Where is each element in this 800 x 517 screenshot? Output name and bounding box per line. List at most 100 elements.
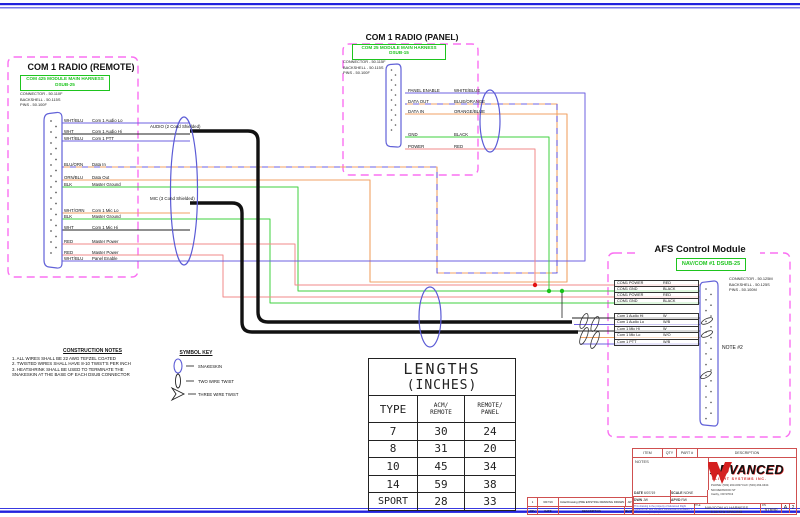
rev-by: JW [627, 500, 632, 504]
lengths-table-title: LENGTHS (INCHES) [369, 359, 515, 396]
description-col-header: DESCRIPTION [559, 507, 625, 515]
logo-zigzag-icon [708, 462, 732, 484]
afs-dsub25-connector [699, 280, 719, 427]
scale-cell: SCALE NONE [670, 490, 708, 497]
title-label: TITLE [694, 504, 701, 507]
company-area: ADVANCED FLIGHT SYSTEMS INC. PHONE: (503… [707, 458, 795, 504]
apvd-cell: APVD RW [670, 497, 708, 504]
junctions [532, 282, 565, 294]
wire-power-2 [58, 254, 700, 298]
company-address1: 520 REDWOOD ST [711, 488, 736, 492]
drawing-date: 6/07/19 [643, 491, 656, 495]
parts-header-qty: QTY [663, 449, 677, 458]
company-address2: Canby, OR 97013 [711, 492, 734, 496]
two-wire-twist-symbol [175, 373, 181, 389]
remote-title: COM 1 RADIO (REMOTE) [27, 62, 135, 72]
remote-harness-box: COM 425 MODULE MAIN HARNESS DSUB-25 [20, 75, 110, 91]
part-number: 57690 [764, 506, 778, 512]
remote-backshell-pn: BACKSHELL - 50.115S [20, 96, 61, 102]
panel-harness-line2: DSUB-15 [389, 50, 409, 56]
wire-data-in-dash [58, 103, 558, 274]
afs-connector-info: CONNECTOR - 50.125M BACKSHELL - 50.125S … [729, 276, 773, 293]
revision-header-row: REV DATE DESCRIPTION REV BY [528, 507, 633, 515]
panel-harness-line1: COM 25 MODULE MAIN HARNESS [361, 44, 437, 50]
remote-dsub25-connector [43, 111, 63, 269]
panel-backshell-pn: BACKSHELL - 50.115S [343, 64, 384, 70]
afs-twist-mark-3 [700, 370, 712, 380]
approved-by: RW [681, 498, 687, 502]
afs-title: AFS Control Module [640, 244, 760, 255]
junction-power [532, 282, 538, 288]
disclaimer: This drawing is the property of Advanced… [633, 504, 695, 514]
revby-col-header: REV BY [625, 509, 633, 513]
rev-number: 1 [528, 498, 538, 506]
note-line-4: SNAKESKIN AT THE BASE OF EACH DSUB CONNE… [12, 372, 130, 378]
pn-label: P/N [762, 504, 766, 507]
afs-pins-pn: PINS - 50.100M [729, 287, 757, 293]
lengths-title-line1: LENGTHS [403, 360, 481, 378]
col-header-remote-panel: REMOTE/PANEL [477, 401, 503, 416]
sheet-number: 2 [791, 505, 795, 511]
wire-power-1 [58, 243, 700, 286]
snakeskin-mid [418, 286, 442, 348]
snakeskin-remote [169, 116, 199, 266]
drawing-title-cell: TITLE NAV/COM #1 HARNESS 8.33 KHz SPACIN… [693, 504, 761, 513]
note-line-2: 2. TWISTED WIRES SHALL HAVE 8-10 TWIST'S… [12, 361, 131, 367]
company-phone: PHONE: (503) 263-0037 FAX: (503) 263-043… [711, 483, 769, 487]
drawn-by: JW [643, 498, 648, 502]
construction-notes: 1. ALL WIRES SHALL BE 22 AWG TEFZEL COAT… [12, 356, 131, 378]
wire-panel-power [405, 148, 536, 285]
twist-audio-2 [590, 316, 600, 332]
snakeskins [169, 89, 501, 348]
panel-harness-box: COM 25 MODULE MAIN HARNESS DSUB-15 [352, 43, 446, 60]
snakeskin-symbol [173, 358, 183, 374]
remote-connector-pn: CONNECTOR - 50.110F [20, 91, 63, 96]
remote-module-boundary [7, 56, 139, 278]
symbol-key-title: SYMBOL KEY [179, 350, 213, 356]
notes-area: NOTES [633, 458, 709, 490]
notes-label: NOTES [635, 459, 649, 464]
wires [58, 92, 700, 345]
col-header-type: TYPE [369, 396, 418, 422]
afs-backshell-pn: BACKSHELL - 50.125S [729, 281, 770, 287]
title-block: ITEM QTY PART # DESCRIPTION NOTES DATE 6… [632, 448, 797, 515]
date-cell: DATE 6/07/19 [633, 490, 671, 497]
connectors [43, 63, 719, 427]
panel-pins-pn: PINS - 50.100F [343, 70, 370, 76]
wire-data-out [58, 113, 568, 283]
remote-harness-line2: DSUB-25 [55, 81, 75, 87]
drawing-scale: NONE [683, 491, 694, 495]
drawing-title-line2: 8.33 KHz SPACING [710, 510, 743, 513]
afs-harness-box: NAV/COM #1 DSUB-25 [676, 258, 746, 271]
afs-twist-mark-1 [701, 317, 713, 325]
part-number-cell: P/N 57690 [761, 504, 782, 513]
panel-dsub15-connector [385, 63, 402, 148]
lengths-title-line2: (INCHES) [406, 378, 478, 393]
revision-row: 1 6/07/19 Initial Drawing (PRE EXISTING … [528, 498, 633, 507]
note-2: NOTE #2 [722, 345, 743, 351]
panel-connector-info: CONNECTOR - 50.115F BACKSHELL - 50.115S … [343, 59, 385, 76]
remote-pins-pn: PINS - 50.100F [20, 102, 47, 108]
